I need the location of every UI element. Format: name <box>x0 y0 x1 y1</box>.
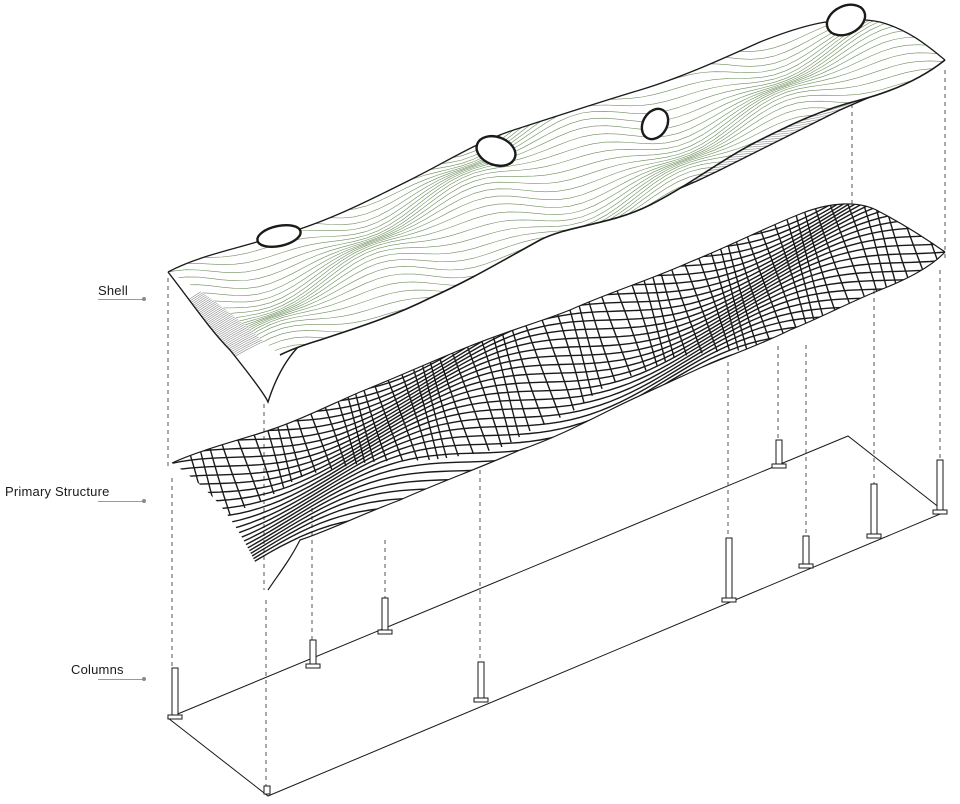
projection-lines <box>167 40 946 792</box>
structure-member <box>722 203 790 349</box>
columns-group <box>167 439 948 795</box>
shell-contour-line <box>168 68 945 323</box>
column <box>721 537 737 603</box>
shell-front-edge <box>279 59 946 356</box>
column <box>377 597 393 635</box>
structure-member <box>194 310 262 502</box>
structure-member <box>172 283 945 521</box>
structure-member <box>185 317 246 509</box>
leader-line <box>98 501 144 502</box>
structure-member <box>172 320 945 590</box>
structure-member <box>172 225 945 461</box>
structure-member <box>906 203 945 271</box>
structure-member <box>777 203 831 340</box>
structure-member <box>890 203 945 277</box>
shell-contour-line <box>168 79 945 342</box>
column <box>305 639 321 669</box>
structure-member <box>172 317 945 587</box>
column <box>798 535 814 569</box>
leader-line <box>98 299 144 300</box>
structure-member <box>172 339 212 530</box>
shell-contour-line <box>168 36 945 287</box>
structure-member <box>859 203 916 299</box>
structure-member <box>692 203 748 351</box>
leader-line <box>98 679 144 680</box>
structure-member <box>172 249 945 481</box>
structure-member <box>172 277 945 512</box>
leader-dot <box>142 297 146 301</box>
structure-member <box>786 203 845 336</box>
shell-contour-line <box>168 52 945 304</box>
structure-member <box>677 203 740 351</box>
skylight-opening <box>256 224 302 248</box>
structure-member <box>733 203 803 348</box>
structure-member <box>868 203 932 292</box>
skylight-opening <box>640 107 670 141</box>
shell-contour-line <box>168 29 945 279</box>
shell-contour-line <box>168 44 945 295</box>
structure-member <box>819 203 886 320</box>
skylight-opening <box>475 134 517 168</box>
structure-member <box>835 203 894 313</box>
leader-dot <box>142 677 146 681</box>
structure-member <box>951 60 960 250</box>
structure-member <box>932 203 945 259</box>
label-shell: Shell <box>98 283 128 298</box>
column <box>473 661 489 703</box>
column <box>167 667 183 720</box>
structure-member <box>764 203 821 343</box>
structure-member <box>748 203 813 346</box>
structure-member <box>713 203 774 350</box>
structure-member <box>795 203 861 331</box>
structure-member <box>172 233 945 467</box>
shell-contour-line <box>168 60 945 313</box>
label-primary-structure: Primary Structure <box>5 484 110 499</box>
skylight-openings <box>256 3 867 248</box>
shell-top-surface <box>168 19 945 355</box>
structure-member <box>172 257 945 488</box>
net-outline <box>171 203 946 464</box>
structure-member <box>704 203 759 350</box>
ground-plane <box>167 435 946 797</box>
shell-contour-line <box>168 74 945 333</box>
net-front-edge <box>267 251 946 591</box>
structure-member <box>172 288 945 530</box>
column <box>771 439 787 469</box>
shell-contour-line <box>168 84 945 351</box>
structure-member <box>172 242 945 474</box>
shell-contour-line <box>168 23 945 273</box>
structure-member <box>921 203 945 265</box>
skylight-opening <box>825 3 867 37</box>
leader-dot <box>142 499 146 503</box>
structure-member <box>172 264 945 496</box>
label-columns: Columns <box>71 662 124 677</box>
structure-member <box>176 325 231 516</box>
column <box>263 785 271 795</box>
column <box>866 483 882 539</box>
structure-member <box>877 203 945 285</box>
column <box>932 459 948 515</box>
structure-member <box>805 203 875 326</box>
structure-member <box>172 332 220 523</box>
